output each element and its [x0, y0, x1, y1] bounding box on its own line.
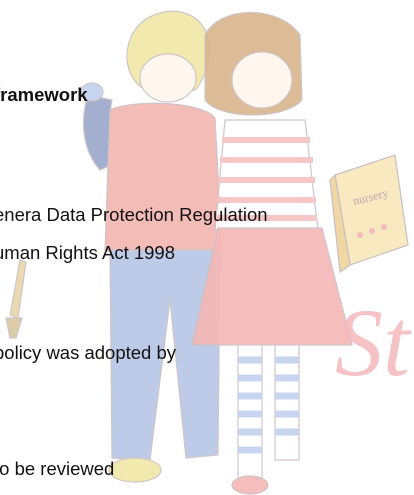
- section-heading: framework: [0, 84, 88, 105]
- review-statement: to be reviewed: [0, 458, 115, 479]
- adoption-statement: policy was adopted by: [0, 342, 177, 363]
- girl-figure: [191, 11, 353, 495]
- legislation-item-hra: uman Rights Act 1998: [0, 242, 175, 263]
- boy-figure: [5, 10, 223, 483]
- watermark-logo-letters: St: [335, 289, 412, 396]
- nursery-book: nursery: [329, 154, 409, 274]
- legislation-item-gdpr: enera Data Protection Regulation: [0, 204, 268, 225]
